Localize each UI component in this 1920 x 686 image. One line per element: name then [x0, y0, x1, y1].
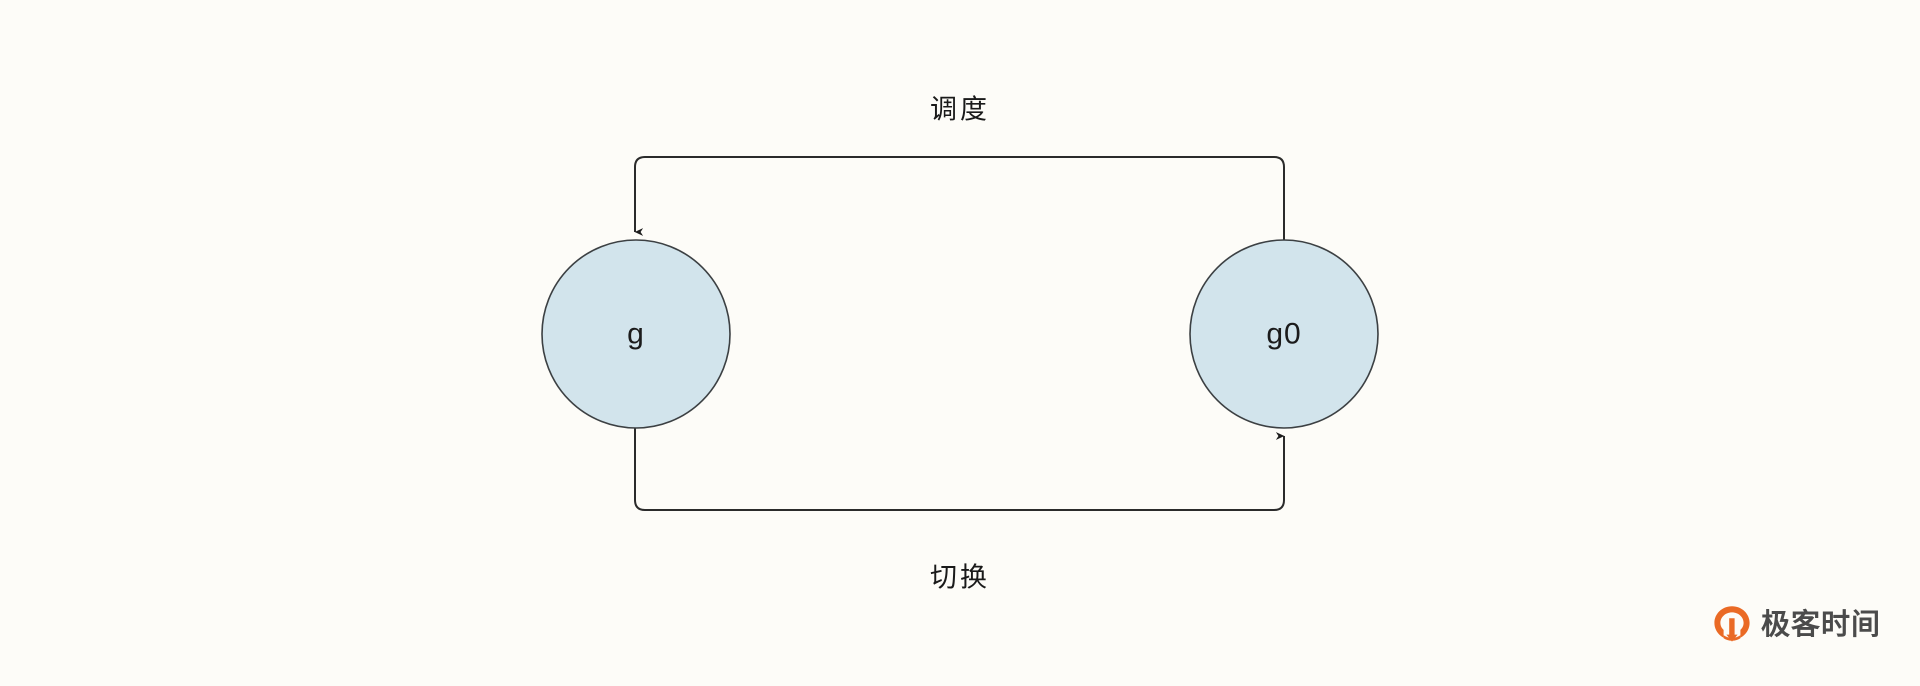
brand-name: 极客时间 — [1761, 607, 1882, 641]
edge-switch-label: 切换 — [930, 563, 990, 594]
node-g[interactable] — [541, 239, 731, 429]
edge-schedule-label: 调度 — [930, 95, 990, 126]
edge-switch-path — [634, 428, 1285, 511]
node-g0-label: g0 — [1266, 318, 1301, 351]
node-g0[interactable] — [1189, 239, 1379, 429]
brand-watermark: 极客时间 — [1712, 604, 1881, 644]
geektime-logo-icon — [1714, 606, 1750, 642]
edge-schedule-path — [634, 156, 1285, 240]
node-g-label: g — [627, 318, 645, 351]
